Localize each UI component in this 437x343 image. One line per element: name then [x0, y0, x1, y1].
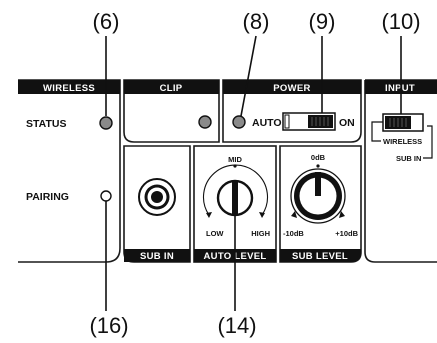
power-panel — [222, 79, 362, 143]
sub-level-minus-label: -10dB — [283, 229, 304, 238]
wireless-header-bar — [18, 80, 120, 94]
input-header: INPUT — [385, 83, 415, 94]
sub-in-jack[interactable] — [138, 178, 176, 216]
auto-level-arrow-left — [206, 212, 212, 218]
callout-8: (8) — [243, 9, 270, 34]
auto-level-high-label: HIGH — [251, 229, 270, 238]
sub-level-plus-label: +10dB — [335, 229, 358, 238]
input-sub-in-option: SUB IN — [396, 154, 421, 163]
auto-level-mid-tick — [233, 164, 237, 168]
auto-level-arrow-right — [259, 212, 265, 218]
callout-10: (10) — [381, 9, 420, 34]
leader-8 — [240, 35, 257, 117]
sub-level-arrow-left — [291, 211, 297, 218]
input-switch[interactable] — [382, 113, 424, 132]
pairing-button[interactable] — [100, 190, 112, 202]
sub-level-footer-bar — [280, 249, 361, 262]
clip-led — [198, 115, 212, 129]
input-bracket — [371, 121, 433, 159]
status-led — [99, 116, 113, 130]
power-switch[interactable] — [282, 112, 336, 131]
clip-panel — [123, 79, 220, 143]
sub-in-label: SUB IN — [140, 251, 174, 262]
wireless-header: WIRELESS — [43, 83, 95, 94]
clip-header: CLIP — [160, 83, 183, 94]
clip-header-bar — [124, 80, 219, 94]
auto-level-low-label: LOW — [206, 229, 224, 238]
sub-level-0db-label: 0dB — [311, 153, 326, 162]
input-wireless-option: WIRELESS — [383, 137, 422, 146]
callout-14: (14) — [217, 313, 256, 338]
callout-6: (6) — [93, 9, 120, 34]
callout-9: (9) — [309, 9, 336, 34]
auto-level-knob[interactable] — [216, 179, 254, 217]
sub-level-arrow-right — [339, 211, 345, 218]
sub-in-footer-bar — [124, 249, 190, 262]
power-header-bar — [223, 80, 361, 94]
wireless-panel — [18, 79, 121, 263]
sub-level-zero-tick — [316, 164, 320, 168]
auto-level-mid-label: MID — [228, 155, 242, 164]
power-on-label: ON — [339, 117, 355, 129]
power-header: POWER — [273, 83, 310, 94]
power-led — [232, 115, 246, 129]
power-auto-label: AUTO — [252, 117, 282, 129]
pairing-label: PAIRING — [26, 191, 69, 203]
status-label: STATUS — [26, 118, 66, 130]
sub-level-knob[interactable] — [290, 168, 346, 224]
callout-16: (16) — [89, 313, 128, 338]
sub-level-label: SUB LEVEL — [292, 251, 348, 262]
